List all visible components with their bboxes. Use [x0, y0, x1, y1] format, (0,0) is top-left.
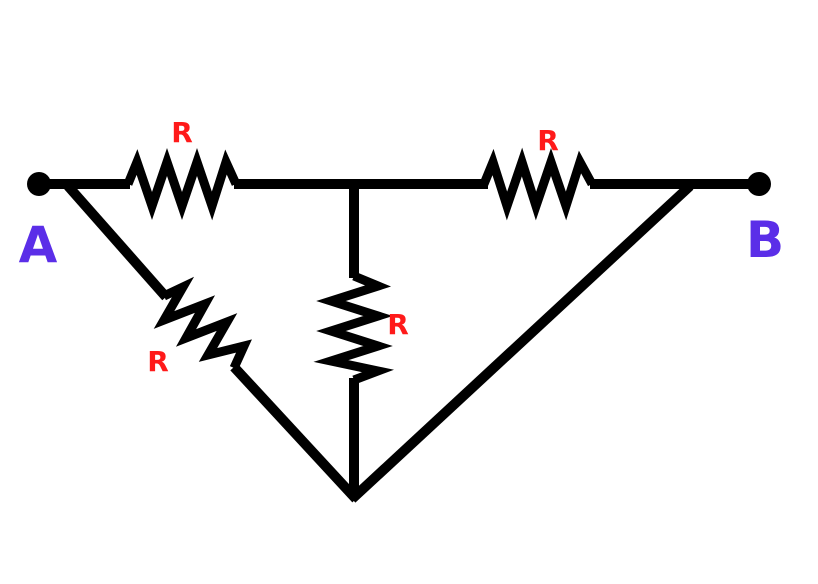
- resistor-label-top-right: R: [537, 124, 559, 157]
- node-label-b: B: [746, 211, 784, 269]
- resistor-left-diagonal: [153, 276, 252, 370]
- wire-a-to-left-resistor: [64, 182, 170, 301]
- resistor-label-left-diagonal: R: [147, 345, 169, 378]
- resistor-label-middle: R: [387, 308, 409, 341]
- resistor-top-right: [479, 147, 596, 221]
- resistor-middle-vertical: [313, 271, 395, 385]
- resistor-label-top-left: R: [171, 116, 193, 149]
- node-a-terminal[interactable]: [27, 172, 51, 196]
- wire-right-diagonal: [348, 182, 694, 503]
- resistor-top-left: [123, 148, 241, 221]
- wire-left-resistor-to-bottom: [230, 363, 360, 503]
- node-label-a: A: [19, 216, 58, 274]
- node-b-terminal[interactable]: [747, 172, 771, 196]
